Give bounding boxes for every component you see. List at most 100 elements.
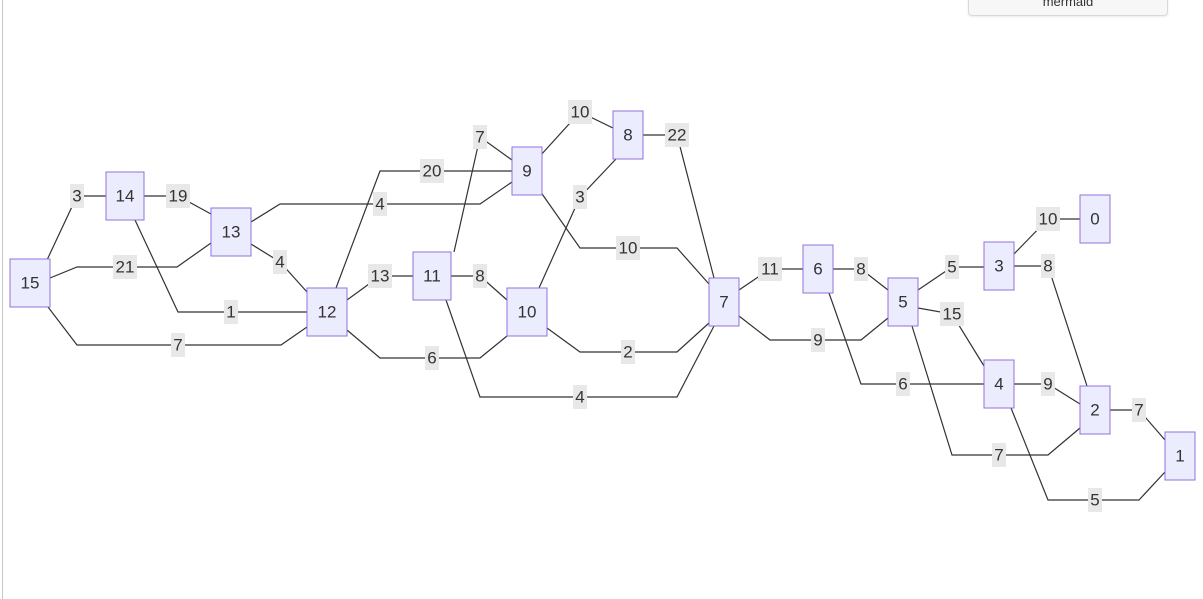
svg-text:20: 20	[423, 162, 442, 181]
node-12[interactable]: 12	[306, 287, 348, 337]
svg-text:10: 10	[518, 303, 537, 322]
edge-label-5-to-3: 5	[945, 255, 959, 279]
svg-text:11: 11	[761, 260, 779, 279]
edge-label-7-to-5: 9	[811, 328, 825, 352]
svg-text:6: 6	[898, 375, 907, 394]
svg-text:8: 8	[856, 260, 865, 279]
svg-text:1: 1	[226, 303, 235, 322]
svg-text:15: 15	[943, 305, 962, 324]
edge-label-9-to-7: 10	[616, 236, 640, 260]
edge-label-15-to-13: 21	[113, 255, 137, 279]
edge-label-15-to-14: 3	[70, 184, 84, 208]
svg-text:7: 7	[719, 293, 728, 312]
node-3[interactable]: 3	[983, 241, 1015, 291]
svg-text:12: 12	[318, 303, 337, 322]
svg-text:2: 2	[1090, 401, 1099, 420]
svg-text:5: 5	[947, 258, 956, 277]
svg-text:3: 3	[575, 188, 584, 207]
svg-text:8: 8	[1043, 257, 1052, 276]
svg-text:13: 13	[371, 267, 390, 286]
edge-label-6-to-4: 6	[896, 372, 910, 396]
edge-label-11-to-10: 8	[473, 264, 487, 288]
edge-label-10-to-7: 2	[621, 340, 635, 364]
mermaid-tab[interactable]: mermaid	[968, 0, 1168, 16]
svg-text:22: 22	[668, 126, 687, 145]
edge-label-15-to-12: 7	[171, 333, 185, 357]
svg-text:4: 4	[275, 253, 284, 272]
edge-label-5-to-2: 7	[992, 443, 1006, 467]
edge-label-4-to-1: 5	[1088, 488, 1102, 512]
svg-text:11: 11	[423, 267, 441, 286]
svg-text:7: 7	[1134, 401, 1143, 420]
edge-label-8-to-7: 22	[665, 123, 689, 147]
svg-text:10: 10	[619, 239, 638, 258]
edge-3-to-2	[1014, 265, 1088, 387]
svg-text:5: 5	[898, 293, 907, 312]
edge-label-13-to-9: 4	[373, 192, 387, 216]
edge-label-11-to-9: 7	[473, 125, 487, 149]
edge-label-14-to-12: 1	[224, 300, 238, 324]
svg-text:0: 0	[1090, 210, 1099, 229]
svg-text:6: 6	[813, 260, 822, 279]
node-2[interactable]: 2	[1079, 385, 1111, 435]
node-6[interactable]: 6	[802, 244, 834, 294]
edge-label-7-to-6: 11	[758, 257, 782, 281]
svg-text:10: 10	[1039, 210, 1058, 229]
edge-label-11-to-7: 4	[573, 385, 587, 409]
svg-text:14: 14	[116, 187, 135, 206]
node-11[interactable]: 11	[412, 251, 452, 301]
svg-text:4: 4	[375, 195, 384, 214]
edge-11-to-7	[445, 299, 715, 398]
svg-text:15: 15	[21, 274, 40, 293]
svg-text:9: 9	[813, 331, 822, 350]
edge-label-13-to-12: 4	[273, 250, 287, 274]
edge-14-to-12	[134, 219, 307, 313]
node-4[interactable]: 4	[983, 359, 1015, 409]
edge-label-12-to-11: 13	[368, 264, 392, 288]
svg-text:19: 19	[169, 187, 188, 206]
edge-label-10-to-8: 3	[573, 185, 587, 209]
node-10[interactable]: 10	[506, 287, 548, 337]
edge-label-12-to-10: 6	[425, 346, 439, 370]
edge-label-12-to-9: 20	[420, 159, 444, 183]
edge-label-3-to-2: 8	[1041, 254, 1055, 278]
edge-label-2-to-1: 7	[1132, 398, 1146, 422]
edge-11-to-9	[453, 135, 513, 253]
node-5[interactable]: 5	[887, 277, 919, 327]
edge-12-to-9	[335, 170, 512, 289]
node-14[interactable]: 14	[105, 171, 145, 221]
edge-label-6-to-5: 8	[854, 257, 868, 281]
svg-text:2: 2	[623, 343, 632, 362]
svg-text:7: 7	[475, 128, 484, 147]
svg-text:7: 7	[173, 336, 182, 355]
edge-label-5-to-4: 15	[940, 302, 964, 326]
node-15[interactable]: 15	[9, 258, 51, 308]
svg-text:6: 6	[427, 349, 436, 368]
svg-text:4: 4	[994, 375, 1003, 394]
svg-text:1: 1	[1175, 447, 1184, 466]
edge-8-to-7	[643, 134, 715, 279]
node-13[interactable]: 13	[210, 207, 252, 257]
svg-text:3: 3	[994, 257, 1003, 276]
svg-text:21: 21	[116, 258, 135, 277]
svg-text:9: 9	[522, 162, 531, 181]
edge-label-4-to-2: 9	[1041, 372, 1055, 396]
node-0[interactable]: 0	[1079, 194, 1111, 244]
svg-text:10: 10	[571, 103, 590, 122]
node-8[interactable]: 8	[612, 110, 644, 160]
svg-text:8: 8	[623, 126, 632, 145]
svg-text:13: 13	[222, 223, 241, 242]
edge-6-to-4	[828, 292, 984, 385]
svg-text:9: 9	[1043, 375, 1052, 394]
edge-label-9-to-8: 10	[568, 100, 592, 124]
edge-label-3-to-0: 10	[1036, 207, 1060, 231]
svg-text:5: 5	[1090, 491, 1099, 510]
edge-label-14-to-13: 19	[166, 184, 190, 208]
node-1[interactable]: 1	[1164, 431, 1196, 481]
node-9[interactable]: 9	[511, 146, 543, 196]
node-7[interactable]: 7	[708, 277, 740, 327]
svg-text:4: 4	[575, 388, 584, 407]
edge-10-to-8	[538, 158, 617, 289]
